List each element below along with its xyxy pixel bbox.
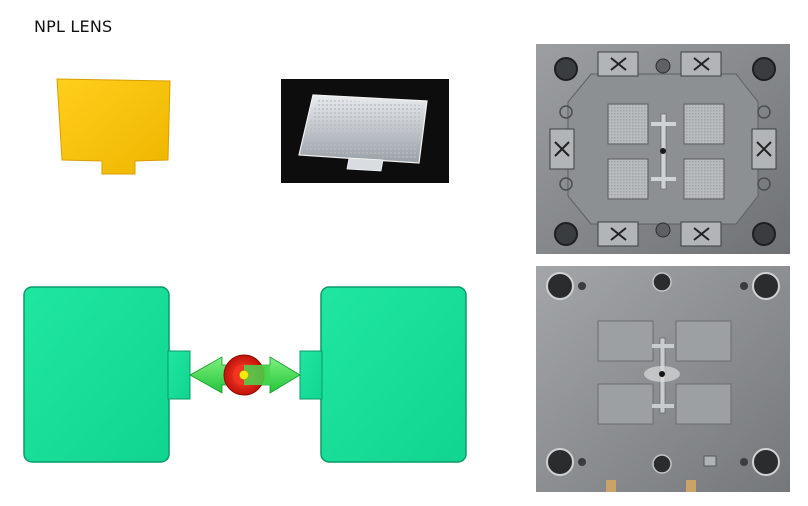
lens-microlens-array	[303, 99, 423, 159]
mold-cavity-left	[23, 286, 170, 463]
lens-part-shape	[56, 78, 171, 175]
guide-pillar	[752, 57, 776, 81]
cavity-insert	[597, 320, 654, 362]
guide-bushing	[546, 272, 574, 300]
cavity-insert	[675, 320, 732, 362]
lens-product-photo	[281, 79, 449, 183]
cavity-insert	[675, 383, 732, 425]
yellow-lens-part-render	[56, 78, 171, 175]
mold-half-top-photo	[536, 44, 790, 254]
guide-bushing	[546, 448, 574, 476]
cavity-insert	[607, 158, 649, 200]
cavity-insert	[683, 158, 725, 200]
slide-block	[680, 51, 722, 77]
mold-cavity-right	[320, 286, 467, 463]
guide-pillar	[752, 222, 776, 246]
guide-bushing	[752, 448, 780, 476]
guide-bushing	[752, 272, 780, 300]
cavity-insert	[683, 103, 725, 145]
sprue-center	[239, 370, 249, 380]
gate-tab-right	[299, 350, 323, 400]
slide-block	[597, 51, 639, 77]
slide-block	[597, 221, 639, 247]
mold-half-bottom-photo	[536, 266, 790, 492]
guide-pillar	[554, 57, 578, 81]
mold-flow-layout-render	[23, 286, 467, 463]
slide-block	[680, 221, 722, 247]
gate-tab-left	[167, 350, 191, 400]
guide-pillar	[554, 222, 578, 246]
slide-block	[751, 128, 777, 170]
page-title: NPL LENS	[34, 17, 113, 36]
cavity-insert	[607, 103, 649, 145]
lens-tab	[346, 157, 384, 172]
cavity-insert	[597, 383, 654, 425]
slide-block	[549, 128, 575, 170]
